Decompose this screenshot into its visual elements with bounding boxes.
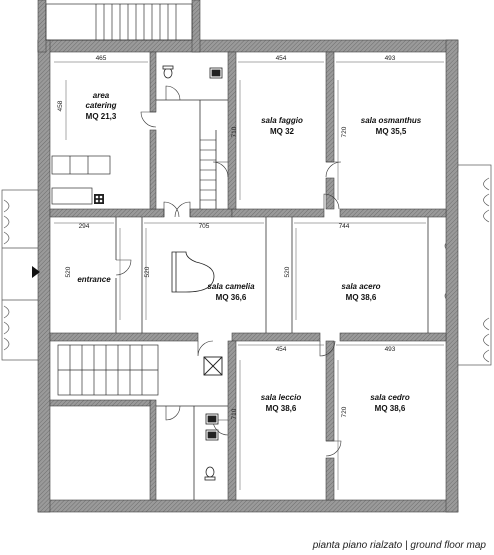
toilet-lower-icon bbox=[204, 466, 216, 481]
dim-catering-height: 458 bbox=[57, 100, 64, 111]
dim-acero-height: 520 bbox=[284, 266, 291, 277]
dim-entrance-height: 520 bbox=[65, 266, 72, 277]
room-catering-name-line2: catering bbox=[85, 101, 116, 110]
room-faggio-area: MQ 32 bbox=[270, 127, 295, 136]
toilet-icon bbox=[162, 65, 174, 79]
walls bbox=[37, 0, 459, 513]
doors bbox=[115, 85, 342, 457]
sink-lower-icon bbox=[205, 413, 219, 441]
room-acero-name: sala acero bbox=[341, 282, 380, 291]
dim-camelia-height: 520 bbox=[144, 266, 151, 277]
dim-camelia-width: 705 bbox=[199, 223, 210, 230]
staircase-icon bbox=[45, 3, 193, 41]
room-catering-name-line1: area bbox=[93, 91, 110, 100]
room-catering-area: MQ 21,3 bbox=[86, 112, 117, 121]
partitions bbox=[115, 99, 429, 500]
room-acero-area: MQ 38,6 bbox=[346, 293, 377, 302]
lift-icon bbox=[203, 356, 223, 376]
room-osmanthus-name: sala osmanthus bbox=[361, 116, 422, 125]
dim-cedro-width: 493 bbox=[385, 346, 396, 353]
room-cedro-area: MQ 38,6 bbox=[375, 404, 406, 413]
map-caption: pianta piano rialzato | ground floor map bbox=[312, 540, 486, 551]
dim-leccio-height: 710 bbox=[231, 408, 238, 419]
dim-leccio-width: 454 bbox=[276, 346, 287, 353]
dim-faggio-width: 454 bbox=[276, 55, 287, 62]
catering-counter bbox=[51, 155, 111, 205]
entrance-arrow-icon bbox=[32, 266, 40, 278]
room-cedro-name: sala cedro bbox=[370, 393, 410, 402]
service-stair-icon bbox=[200, 139, 216, 201]
stove-icon bbox=[94, 194, 104, 204]
sink-icon bbox=[209, 67, 223, 79]
room-camelia-area: MQ 36,6 bbox=[216, 293, 247, 302]
room-leccio-name: sala leccio bbox=[261, 393, 302, 402]
dim-osmanthus-height: 720 bbox=[341, 126, 348, 137]
dim-entrance-width: 294 bbox=[79, 223, 90, 230]
room-leccio-area: MQ 38,6 bbox=[266, 404, 297, 413]
dimension-lines bbox=[54, 61, 444, 490]
dim-faggio-height: 710 bbox=[231, 126, 238, 137]
staircase-lower-icon bbox=[57, 344, 159, 396]
dim-acero-width: 744 bbox=[339, 223, 350, 230]
room-faggio-name: sala faggio bbox=[261, 116, 303, 125]
room-osmanthus-area: MQ 35,5 bbox=[376, 127, 407, 136]
piano-icon bbox=[171, 251, 215, 293]
room-entrance-name: entrance bbox=[77, 275, 111, 284]
room-camelia-name: sala camelia bbox=[207, 282, 255, 291]
dim-cedro-height: 720 bbox=[341, 406, 348, 417]
dim-catering-width: 465 bbox=[96, 55, 107, 62]
dim-osmanthus-width: 493 bbox=[385, 55, 396, 62]
